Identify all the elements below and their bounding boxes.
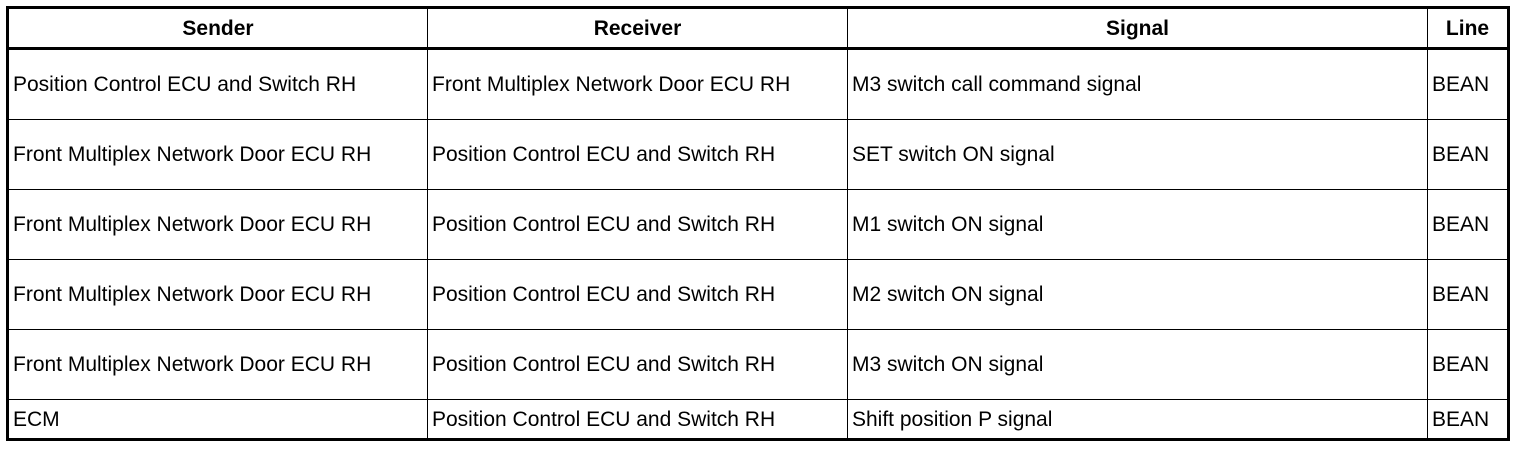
cell-line: BEAN [1427,48,1509,120]
signal-table: Sender Receiver Signal Line Position Con… [6,6,1510,441]
cell-receiver: Front Multiplex Network Door ECU RH [427,48,848,120]
cell-sender: ECM [7,399,428,440]
cell-receiver: Position Control ECU and Switch RH [427,259,848,330]
cell-receiver: Position Control ECU and Switch RH [427,189,848,260]
cell-receiver: Position Control ECU and Switch RH [427,329,848,400]
table-header-row: Sender Receiver Signal Line [7,7,1509,50]
cell-line: BEAN [1427,119,1509,190]
cell-line: BEAN [1427,189,1509,260]
header-signal: Signal [847,7,1428,50]
cell-sender: Front Multiplex Network Door ECU RH [7,119,428,190]
header-receiver: Receiver [427,7,848,50]
cell-sender: Position Control ECU and Switch RH [7,48,428,120]
cell-line: BEAN [1427,399,1509,440]
cell-sender: Front Multiplex Network Door ECU RH [7,329,428,400]
table-row: Front Multiplex Network Door ECU RH Posi… [7,259,1509,330]
cell-signal: Shift position P signal [847,399,1428,440]
cell-signal: M2 switch ON signal [847,259,1428,330]
header-line: Line [1427,7,1509,50]
table-row: Position Control ECU and Switch RH Front… [7,48,1509,120]
cell-receiver: Position Control ECU and Switch RH [427,399,848,440]
header-sender: Sender [7,7,428,50]
table-row: ECM Position Control ECU and Switch RH S… [7,399,1509,440]
cell-signal: M1 switch ON signal [847,189,1428,260]
cell-sender: Front Multiplex Network Door ECU RH [7,259,428,330]
cell-signal: M3 switch call command signal [847,48,1428,120]
cell-signal: M3 switch ON signal [847,329,1428,400]
cell-line: BEAN [1427,259,1509,330]
table-row: Front Multiplex Network Door ECU RH Posi… [7,119,1509,190]
table-row: Front Multiplex Network Door ECU RH Posi… [7,329,1509,400]
cell-receiver: Position Control ECU and Switch RH [427,119,848,190]
cell-sender: Front Multiplex Network Door ECU RH [7,189,428,260]
table-row: Front Multiplex Network Door ECU RH Posi… [7,189,1509,260]
cell-line: BEAN [1427,329,1509,400]
cell-signal: SET switch ON signal [847,119,1428,190]
